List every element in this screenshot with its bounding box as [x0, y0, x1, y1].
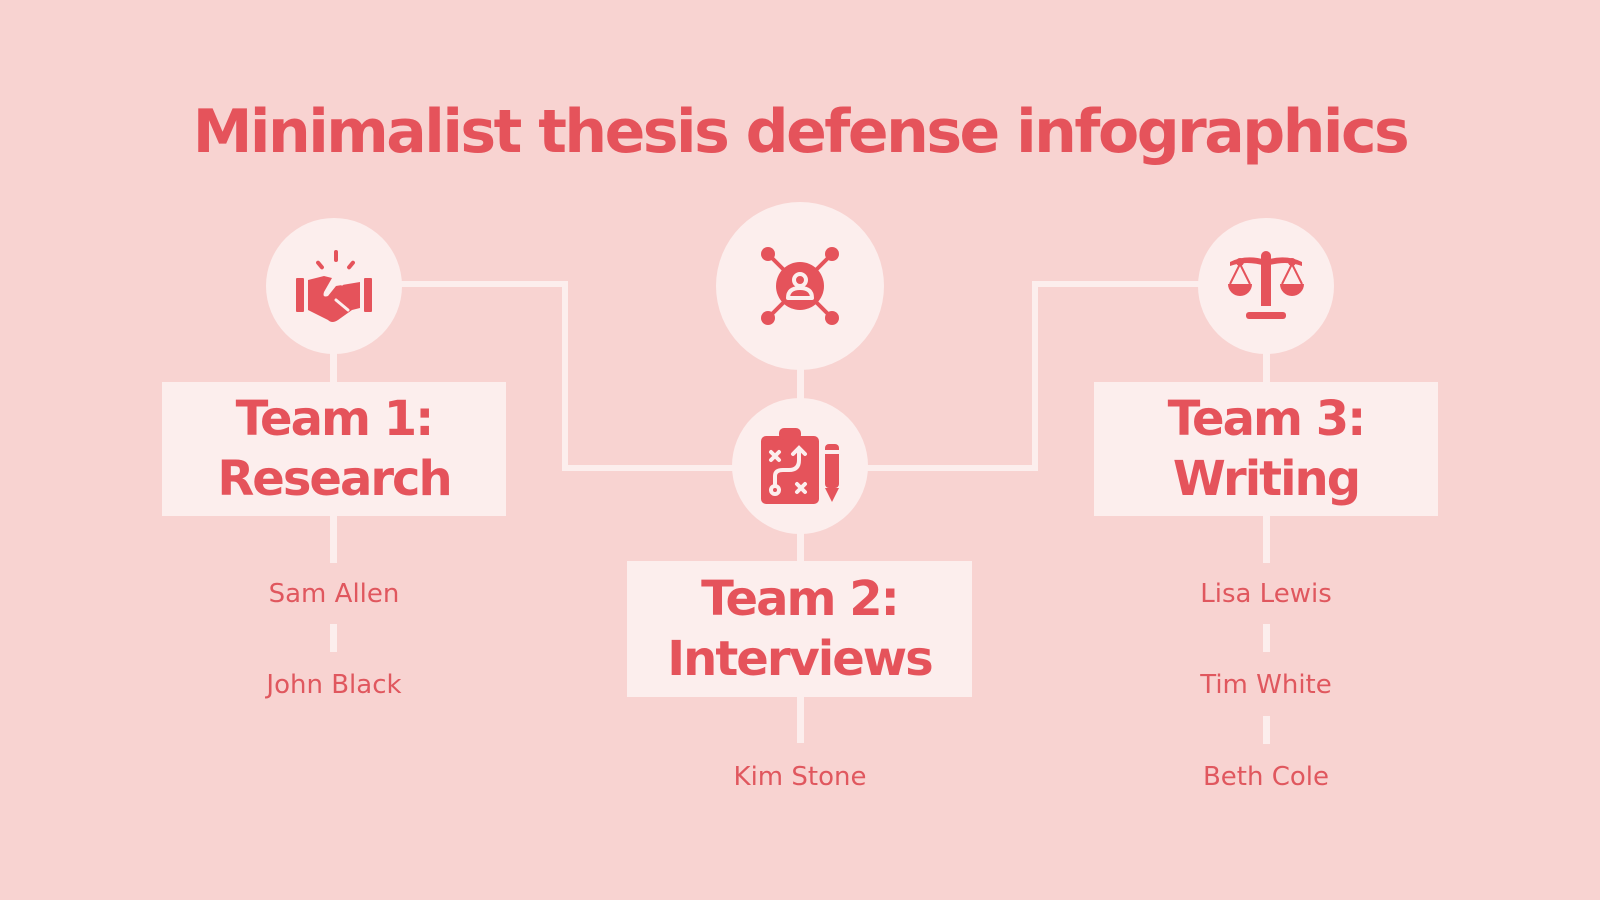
team-3-title-line1: Team 3: — [1167, 391, 1367, 447]
team-1-title-line2: Research — [217, 451, 452, 507]
team-2-member: Kim Stone — [733, 762, 867, 792]
connector-line — [398, 281, 568, 287]
connector-line — [797, 360, 804, 410]
strategy-clipboard-icon — [759, 426, 841, 506]
connector-line — [1032, 281, 1202, 287]
connector-line — [797, 530, 804, 562]
connector-line — [797, 695, 804, 743]
connector-line — [562, 465, 742, 471]
team-1-member: Sam Allen — [268, 579, 400, 609]
team-3-icon-circle — [1198, 218, 1334, 354]
team-3-member: Lisa Lewis — [1200, 579, 1332, 609]
handshake-icon — [294, 248, 374, 324]
connector-line — [1263, 624, 1270, 652]
team-1-box: Team 1: Research — [162, 382, 506, 516]
team-1-title-line1: Team 1: — [235, 391, 435, 447]
team-2-box: Team 2: Interviews — [627, 561, 972, 697]
team-3-box: Team 3: Writing — [1094, 382, 1438, 516]
scales-icon — [1226, 250, 1306, 322]
page-title: Minimalist thesis defense infographics — [192, 97, 1410, 167]
team-2-icon-circle — [732, 398, 868, 534]
connector-line — [330, 624, 337, 652]
connector-line — [860, 465, 1038, 471]
connector-line — [562, 281, 568, 471]
team-2-title-line1: Team 2: — [701, 571, 900, 627]
network-person-icon — [758, 244, 842, 328]
connector-line — [330, 515, 337, 563]
connector-line — [1263, 716, 1270, 744]
team-3-member: Tim White — [1200, 670, 1332, 700]
top-center-icon-circle — [716, 202, 884, 370]
connector-line — [1263, 350, 1270, 385]
team-2-title-line2: Interviews — [667, 631, 933, 687]
team-1-member: John Black — [266, 670, 402, 700]
team-3-member: Beth Cole — [1202, 762, 1330, 792]
team-1-icon-circle — [266, 218, 402, 354]
team-3-title-line2: Writing — [1172, 451, 1361, 507]
connector-line — [1263, 515, 1270, 563]
connector-line — [1032, 281, 1038, 471]
connector-line — [330, 350, 337, 385]
